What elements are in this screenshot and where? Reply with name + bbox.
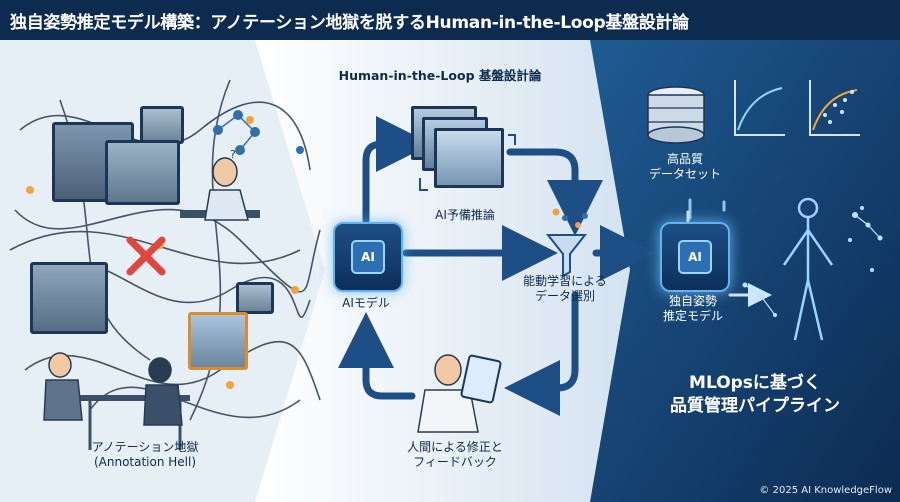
active-learning-line1: 能動学習による [523,274,607,288]
ai-model-label: AIモデル [342,296,390,310]
dataset-line1: 高品質 [666,152,703,166]
active-learning-label: 能動学習による データ選別 [505,274,625,304]
dataset-line2: データセット [648,167,721,181]
copyright: © 2025 AI KnowledgeFlow [759,485,892,496]
pose-model-label: 独自姿勢 推定モデル [638,294,748,324]
runner-annotation-photo [188,312,248,370]
factory-detail-photo [105,140,180,205]
ai-chip-icon: AI [351,240,385,274]
ai-model-node: AI [333,222,403,292]
assembly-line-photo [30,262,108,334]
annotation-hell-illustration: ? [9,79,321,450]
human-annotator-illustration [417,354,502,433]
loop-arrows [338,80,883,433]
left-caption-line2: (Annotation Hell) [93,455,197,469]
dataset-label: 高品質 データセット [630,152,740,182]
database-icon [647,86,705,144]
pose-skeleton-icon [782,197,834,341]
pose-model-line2: 推定モデル [662,309,723,323]
mlops-line1: MLOpsに基づく [689,373,821,393]
mlops-label: MLOpsに基づく 品質管理パイプライン [630,372,880,418]
ai-chip-icon: AI [678,240,712,274]
left-caption-line1: アノテーション地獄 [91,440,199,454]
page-title: 独自姿勢推定モデル構築：アノテーション地獄を脱するHuman-in-the-Lo… [0,0,900,40]
human-correction-line1: 人間による修正と [407,440,503,454]
ai-inference-label: AI予備推論 [435,208,495,222]
mlops-line2: 品質管理パイプライン [670,395,840,416]
human-correction-label: 人間による修正と フィードバック [390,440,520,470]
metrics-chart-icon [734,80,860,136]
sports-photo-small [236,282,274,314]
pose-model-line1: 独自姿勢 [668,294,717,308]
human-correction-line2: フィードバック [413,455,497,469]
error-cross-icon [126,236,166,276]
funnel-icon [545,234,588,278]
pose-model-node: AI [660,222,730,292]
inference-image-3 [434,128,504,188]
active-learning-line2: データ選別 [534,289,595,303]
left-caption: アノテーション地獄 (Annotation Hell) [60,440,230,470]
svg-text:?: ? [230,148,236,161]
right-panel [590,40,900,502]
middle-header: Human-in-the-Loop 基盤設計論 [338,68,542,83]
